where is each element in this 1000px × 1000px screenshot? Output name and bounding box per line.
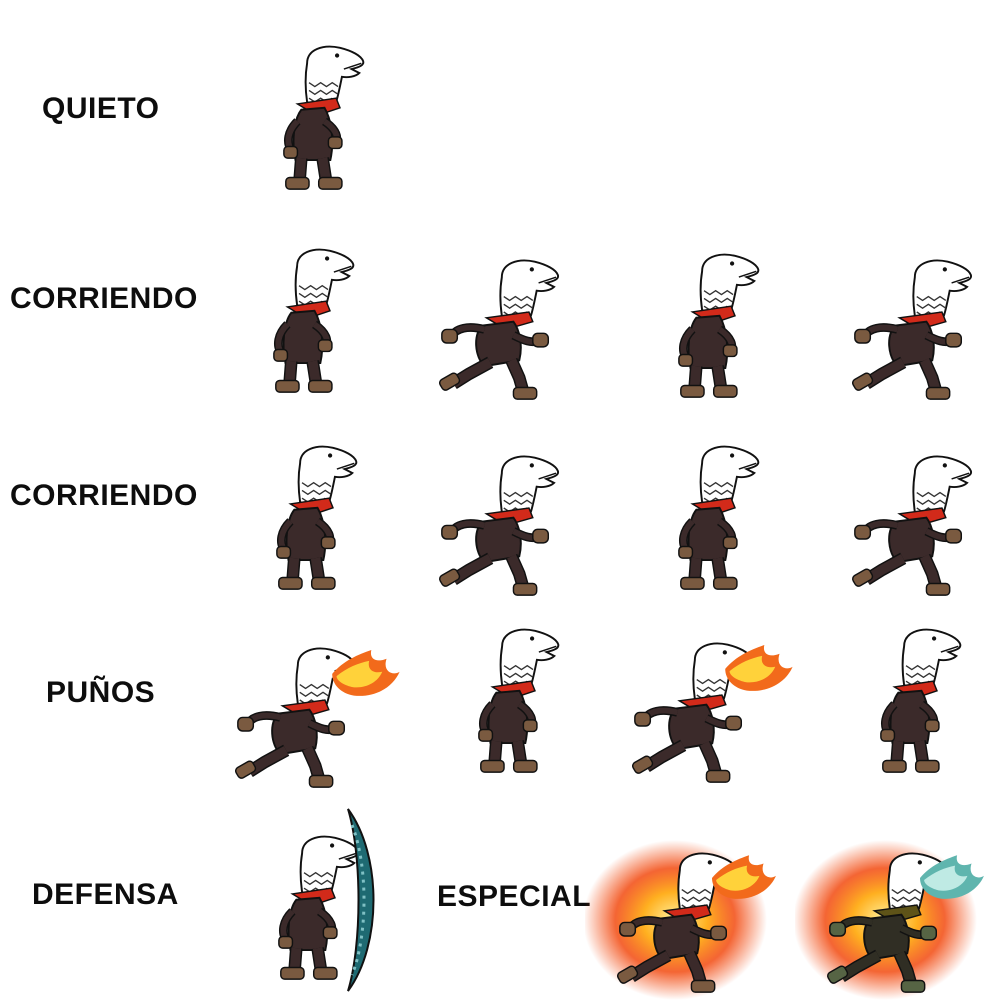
row-label-punch: PUÑOS [46, 676, 156, 709]
row-label-special: ESPECIAL [437, 880, 592, 913]
run-sprite-4 [845, 252, 975, 402]
run-sprite-1 [235, 245, 365, 395]
run2-sprite-1 [238, 442, 368, 592]
punch-sprite-2 [440, 625, 570, 775]
special-flame-1 [712, 855, 776, 899]
run-sprite-2 [432, 252, 562, 402]
punch-sprite-4 [842, 625, 972, 775]
punch-flame-1 [332, 650, 400, 696]
row-label-defense: DEFENSA [32, 878, 179, 911]
run2-sprite-2 [432, 448, 562, 598]
shield-barrier-icon [347, 808, 375, 992]
idle-sprite [245, 42, 375, 192]
row-label-idle: QUIETO [42, 92, 160, 125]
row-label-run-1: CORRIENDO [10, 282, 198, 315]
punch-flame-2 [725, 645, 793, 691]
run2-sprite-4 [845, 448, 975, 598]
run-sprite-3 [640, 250, 770, 400]
row-label-run-2: CORRIENDO [10, 479, 198, 512]
special-flame-2 [920, 855, 984, 899]
run2-sprite-3 [640, 442, 770, 592]
